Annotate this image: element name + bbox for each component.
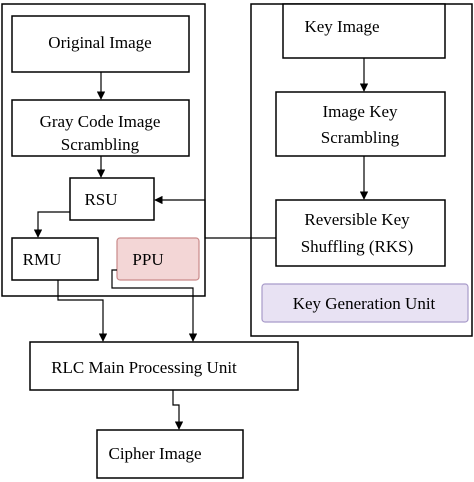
ppu-box (116, 237, 200, 281)
key-generation-unit-label: Key Generation Unit (293, 294, 436, 313)
arrow-rks-to-rsu (154, 195, 276, 239)
gray-code-label-line1: Gray Code Image (40, 112, 161, 131)
arrow-rmu-to-rlc (57, 280, 108, 342)
gray-code-label-line2: Scrambling (61, 135, 140, 154)
cipher-image-label: Cipher Image (109, 444, 202, 463)
left-group-frame (1, 3, 206, 297)
cipher-image-box (96, 429, 244, 479)
rlc-main-processing-label: RLC Main Processing Unit (51, 358, 237, 377)
image-key-scrambling-box (275, 91, 446, 157)
rmu-label: RMU (23, 250, 62, 269)
rlc-main-processing-box (29, 341, 299, 391)
rsu-box (69, 177, 155, 221)
rks-label-line1: Reversible Key (304, 210, 410, 229)
arrow-rlc-to-cipher (172, 390, 184, 430)
rmu-box (11, 237, 99, 281)
rks-label-line2: Shuffling (RKS) (301, 237, 414, 256)
arrow-rsu-to-rmu (33, 211, 70, 238)
key-image-box (282, 3, 446, 59)
image-key-label-line2: Scrambling (321, 128, 400, 147)
rks-box (275, 199, 446, 267)
arrow-ppu-to-rlc (111, 269, 198, 342)
original-image-box (11, 15, 190, 73)
key-image-label: Key Image (304, 17, 379, 36)
key-generation-unit-box (261, 283, 469, 323)
ppu-label: PPU (132, 250, 163, 269)
rsu-label: RSU (84, 190, 117, 209)
image-key-label-line1: Image Key (322, 102, 398, 121)
original-image-label: Original Image (48, 33, 151, 52)
